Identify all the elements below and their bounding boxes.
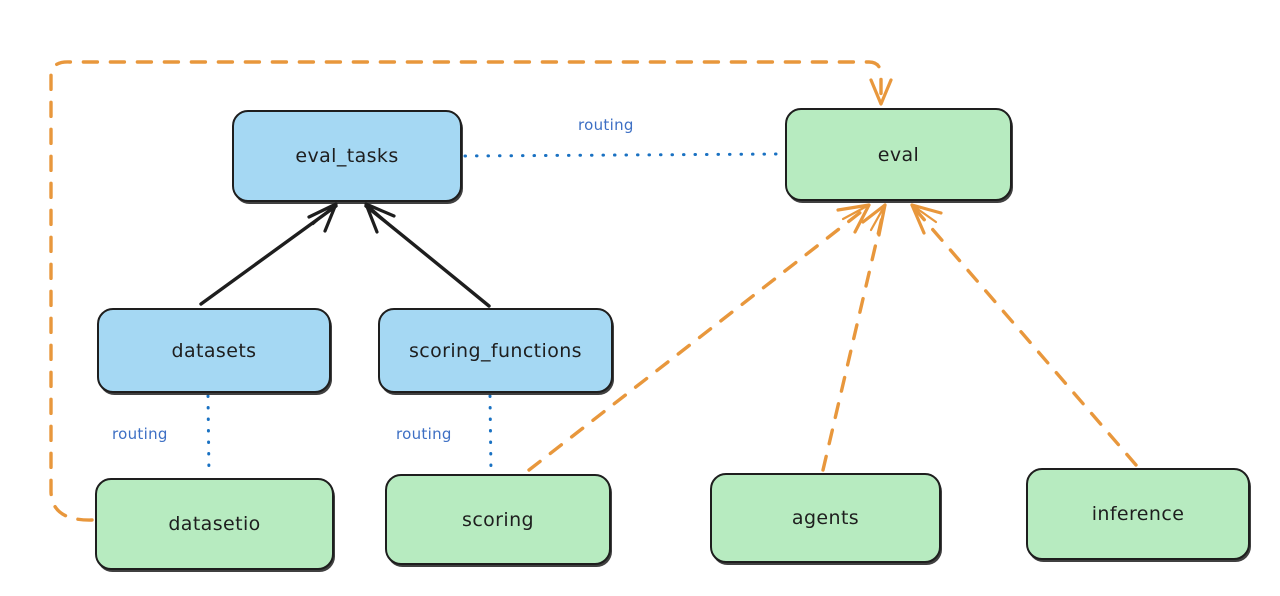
node-label: agents (791, 507, 860, 529)
edge-datasetio-eval (49, 60, 893, 522)
node-label: scoring_functions (409, 339, 582, 362)
node-scoring[interactable]: scoring (385, 474, 611, 565)
node-label: eval (877, 143, 920, 166)
node-scoring-functions[interactable]: scoring_functions (378, 308, 613, 393)
node-label: datasets (171, 339, 257, 362)
node-datasetio[interactable]: datasetio (95, 478, 334, 570)
edge-label-routing-datasets: routing (112, 425, 168, 443)
node-label: scoring (462, 508, 534, 531)
node-inference[interactable]: inference (1026, 468, 1250, 560)
edge-datasets-eval_tasks (199, 202, 338, 306)
edge-label-routing-eval-tasks: routing (578, 116, 634, 134)
edge-scoring_functions-eval_tasks (364, 202, 491, 308)
node-datasets[interactable]: datasets (97, 308, 331, 393)
node-agents[interactable]: agents (710, 473, 941, 563)
node-eval[interactable]: eval (785, 108, 1012, 201)
edge-scoring_functions-scoring (488, 394, 493, 474)
edge-eval_tasks-eval (463, 152, 784, 158)
edge-datasets-datasetio (206, 394, 211, 478)
node-label: inference (1091, 503, 1185, 525)
edge-inference-eval (910, 203, 1138, 467)
edge-label-routing-scoring-functions: routing (396, 425, 452, 443)
edge-agents-eval (821, 203, 887, 472)
node-eval-tasks[interactable]: eval_tasks (232, 110, 462, 202)
node-label: eval_tasks (295, 145, 399, 167)
node-label: datasetio (168, 513, 261, 535)
